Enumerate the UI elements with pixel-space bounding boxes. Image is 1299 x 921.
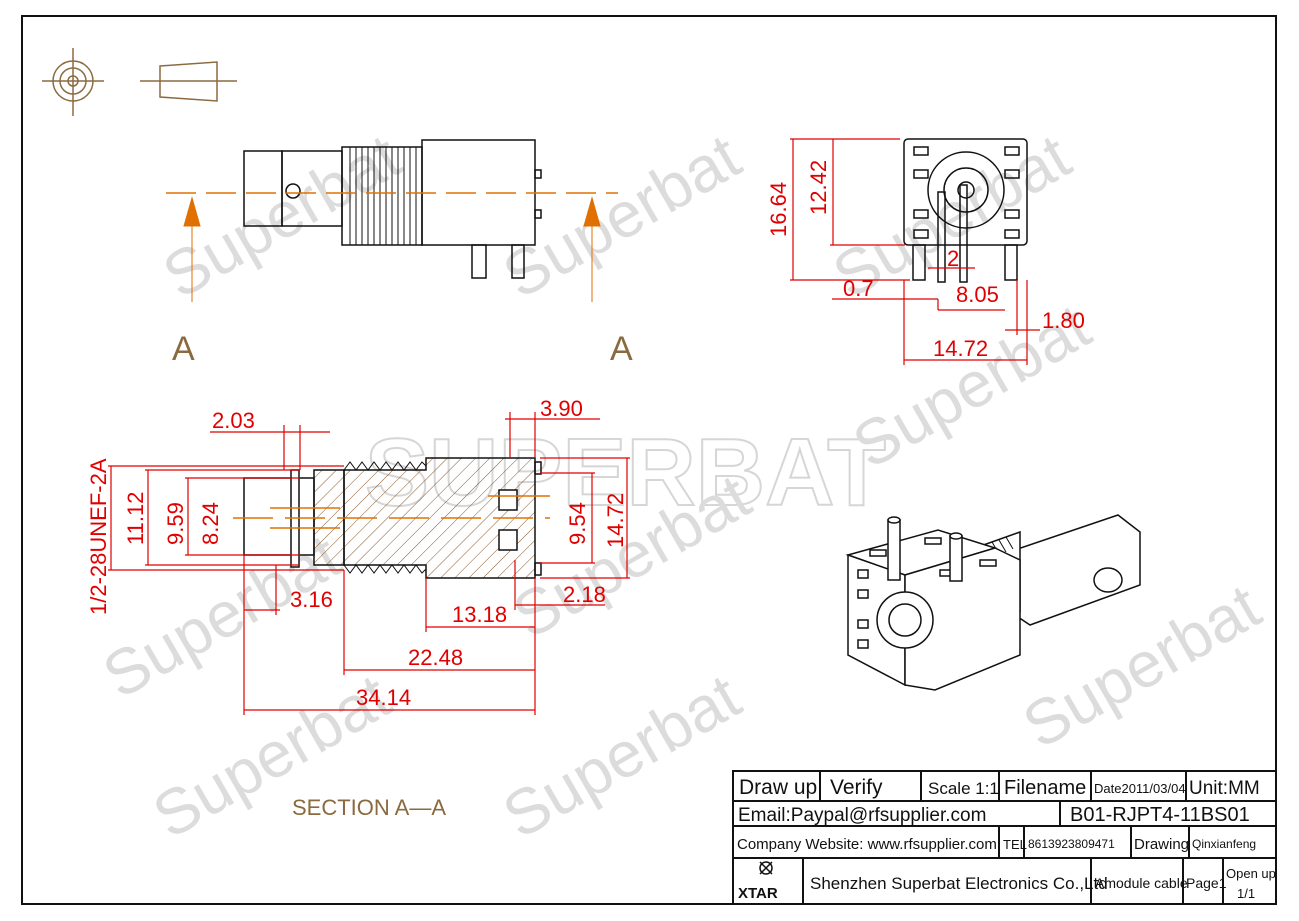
tb-filename: Filename (1004, 777, 1086, 799)
dim-2-18: 2.18 (563, 582, 606, 607)
dim-14-72: 14.72 (603, 493, 628, 548)
projection-symbol (42, 48, 237, 116)
dim-3-90: 3.90 (540, 396, 583, 421)
front-dimensions (790, 138, 1040, 365)
tb-drawer: Qinxianfeng (1192, 837, 1256, 851)
section-label-a-right: A (610, 330, 633, 368)
front-view (903, 138, 1028, 283)
dim-0-7: 0.7 (843, 276, 874, 301)
title-block (732, 770, 1277, 905)
tb-draw-up: Draw up (739, 776, 817, 799)
section-caption: SECTION A—A (292, 795, 446, 820)
dim-2-03: 2.03 (212, 408, 255, 433)
tb-unit: Unit:MM (1189, 778, 1260, 799)
tb-email: Email:Paypal@rfsupplier.com (738, 805, 986, 826)
isometric-view (845, 514, 1141, 691)
dim-16-64: 16.64 (766, 182, 791, 237)
tb-date: Date2011/03/04 (1094, 781, 1186, 796)
tb-website: Company Website: www.rfsupplier.com (737, 836, 997, 853)
drawing-frame (21, 15, 1277, 905)
tb-scale: Scale 1:1 (928, 779, 999, 798)
watermark-repeat: Superbat (491, 660, 752, 852)
tb-open-up: Open up (1226, 866, 1276, 881)
tb-open-up-value: 1/1 (1237, 886, 1255, 901)
watermark-repeat: Superbat (491, 120, 752, 312)
dim-8-24: 8.24 (198, 502, 223, 545)
section-label-a-left: A (172, 330, 195, 368)
dim-34-14: 34.14 (356, 685, 411, 710)
tb-part-no: B01-RJPT4-11BS01 (1070, 804, 1250, 826)
section-dimensions (108, 412, 630, 715)
tb-verify: Verify (830, 776, 883, 799)
dim-2: 2 (947, 246, 959, 271)
tb-drawing-label: Drawing (1134, 836, 1189, 853)
dim-13-18: 13.18 (452, 602, 507, 627)
watermark-repeat: Superbat (91, 520, 352, 712)
tb-tel-label: TEL (1003, 837, 1027, 852)
dim-8-05: 8.05 (956, 282, 999, 307)
dim-14-72-side: 14.72 (933, 336, 988, 361)
dim-thread: 1/2-28UNEF-2A (86, 458, 111, 615)
tb-company: Shenzhen Superbat Electronics Co.,Ltd (810, 874, 1108, 893)
tb-page: Page1 (1186, 875, 1227, 891)
xtar-logo-icon: XTAR (738, 861, 778, 902)
section-view (233, 457, 550, 579)
dim-1-80: 1.80 (1042, 308, 1085, 333)
dim-12-42: 12.42 (806, 160, 831, 215)
section-arrows (183, 196, 601, 302)
side-view (166, 139, 618, 279)
tb-tel: 8613923809471 (1028, 837, 1115, 851)
dim-3-16: 3.16 (290, 587, 333, 612)
dim-22-48: 22.48 (408, 645, 463, 670)
dim-9-59: 9.59 (163, 502, 188, 545)
dim-11-12: 11.12 (123, 492, 148, 545)
watermark: SUPERBAT Superbat Superbat Superbat Supe… (91, 120, 1272, 852)
tb-logo-text: XTAR (738, 885, 778, 902)
tb-product: Amodule cable (1095, 875, 1188, 891)
dim-9-54: 9.54 (565, 502, 590, 545)
